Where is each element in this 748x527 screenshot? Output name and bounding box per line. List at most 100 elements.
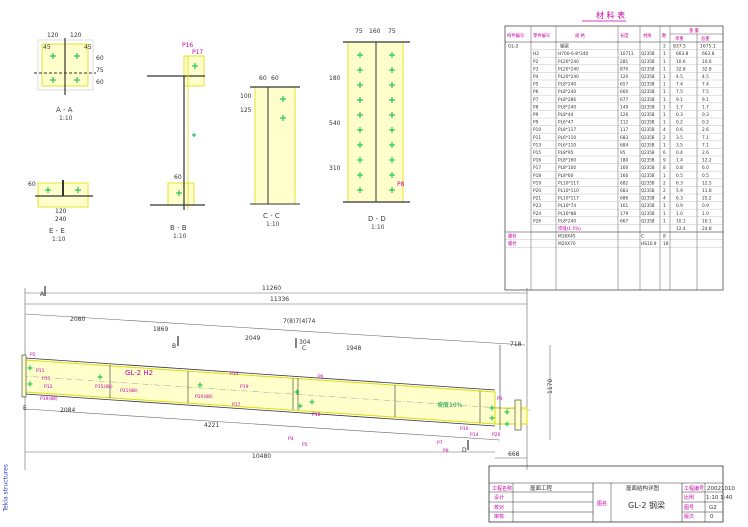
bom-row-part: P18 — [533, 173, 541, 179]
bom-row-unit: 0.5 — [676, 173, 683, 179]
bom-row-qty: 1 — [663, 218, 666, 224]
bom-row-len: 149 — [620, 104, 628, 110]
bom-row-mat: Q235B — [641, 188, 655, 193]
bom-row-spec: PL8*240 — [558, 104, 576, 110]
view-scale-dd: 1:10 — [371, 224, 385, 231]
tb-no-label: 工程编号 — [684, 485, 704, 492]
bom-row-spec: PL10*117 — [558, 196, 579, 202]
bom-row-unit: 663.8 — [676, 51, 689, 57]
bom-row-total: 32.8 — [702, 66, 712, 72]
bom-row-unit: 3.5 — [676, 142, 683, 148]
bom-row-spec: PL10*117 — [558, 180, 579, 186]
bom-bolt-grade: HS10.9 — [641, 241, 657, 247]
dim-aa-3: 45 — [84, 44, 92, 51]
bom-bolt-spec: M16X45 — [558, 234, 576, 240]
bom-row-spec: PL6*110 — [558, 135, 576, 141]
bom-row-total: 2.6 — [702, 150, 709, 156]
bom-row-qty: 4 — [663, 196, 666, 202]
dim-aa-6: 60 — [96, 79, 104, 86]
bom-header-5: 数 — [662, 32, 667, 39]
tb-row-2: 审核 — [494, 513, 504, 520]
dim-top-2: 2049 — [245, 335, 260, 342]
bom-row-mat: Q235B — [641, 89, 655, 94]
bom-row-qty: 1 — [663, 211, 666, 217]
bom-row-len: 161 — [620, 203, 628, 209]
bom-row-unit: 32.8 — [676, 66, 686, 72]
bom-row-total: 0.9 — [702, 203, 709, 209]
beam-elevation: 11260 11336 7(8)7(4)74 2080 1869 2049 30… — [21, 285, 554, 470]
dim-aa-4: 60 — [96, 55, 104, 62]
bom-row-part: P13 — [533, 142, 541, 148]
bom-row-total: 10.6 — [702, 59, 712, 65]
bom-assembly-qty: 2 — [663, 44, 666, 50]
view-scale-ee: 1:10 — [52, 236, 66, 243]
section-marker: C — [302, 345, 306, 352]
bom-row-len: 112 — [620, 120, 628, 126]
bom-row-len: 657 — [620, 82, 628, 88]
bom-row-qty: 1 — [663, 120, 666, 126]
section-marker: B — [172, 343, 176, 350]
bom-row-unit: 10.6 — [676, 59, 686, 65]
bom-row-part: P9 — [533, 112, 539, 118]
bom-row-total: 10.1 — [702, 218, 712, 224]
bom-row-total: 7.1 — [702, 142, 709, 148]
bom-row-part: P7 — [533, 97, 539, 103]
dim-dd-3: 180 — [329, 75, 341, 82]
bom-row-qty: 9 — [663, 158, 666, 164]
bom-row-len: 667 — [620, 218, 628, 224]
bom-row-len: 179 — [620, 211, 628, 217]
bom-row-total: 6.0 — [702, 165, 709, 171]
dim-cc-1: 60 — [271, 75, 279, 82]
bom-row-mat: Q235B — [641, 135, 655, 140]
bom-row-unit: 4.5 — [676, 74, 683, 80]
dim-top-4: 1948 — [346, 345, 361, 352]
tb-drawing-type: 屋面结构详图 — [626, 484, 660, 492]
beam-label: GL-2 H2 — [125, 369, 153, 377]
bom-row-len: 686 — [620, 196, 628, 202]
bom-row-spec: PL10*88 — [558, 211, 576, 217]
bom-row-part: P9 — [533, 120, 539, 126]
elevation-tag: P17 — [232, 402, 241, 408]
view-scale-bb: 1:10 — [173, 233, 187, 240]
dim-top-5: 718 — [510, 341, 522, 348]
bom-row-len: 660 — [620, 89, 628, 95]
bom-row-len: 95 — [620, 150, 626, 156]
bom-row-mat: Q235B — [641, 120, 655, 125]
slope-label: 坡度10% — [437, 401, 463, 409]
bom-row-mat: Q235B — [641, 97, 655, 102]
bom-row-spec: PL8*117 — [558, 127, 576, 133]
bom-header-1: 零件编号 — [533, 32, 550, 39]
elevation-tag: P8 — [443, 448, 449, 454]
dim-ee-0: 120 — [55, 208, 67, 215]
bom-row-len: 682 — [620, 180, 628, 186]
tb-drawing-label: 图名 — [597, 500, 607, 507]
tb-row-0: 设计 — [494, 494, 504, 501]
elevation-tag: P10 — [460, 426, 469, 432]
bom-row-part: P23 — [533, 203, 541, 209]
bom-row-len: 683 — [620, 188, 628, 194]
bom-row-len: 180 — [620, 158, 628, 164]
bom-row-spec: 焊缝(1.5%) — [558, 225, 581, 232]
bom-assembly-name: 钢梁 — [560, 43, 569, 50]
bom-row-mat: Q235B — [641, 158, 655, 163]
dim-cc-3: 125 — [240, 107, 252, 114]
elevation-tag: P11 — [36, 368, 45, 374]
bom-header-6: 单重 — [675, 35, 684, 42]
tb-no: 20021010 — [707, 486, 735, 492]
section-marker: D — [462, 447, 467, 454]
bom-row-part: P17 — [533, 165, 541, 171]
dim-dd-0: 75 — [355, 28, 363, 35]
bom-row-unit: 1.4 — [676, 158, 683, 164]
dim-bb-0: 60 — [174, 174, 182, 181]
bom-row-spec: PL8*60 — [558, 173, 574, 179]
tb-scale: 1:10 1:40 — [706, 495, 733, 501]
bom-row-mat: Q235B — [641, 66, 655, 71]
elevation-tag: P4 — [288, 436, 294, 442]
bom-row-total: 12.2 — [702, 158, 712, 164]
bom-row-spec: PL8*100 — [558, 165, 576, 171]
bom-row-part: P8 — [533, 104, 539, 110]
bom-row-part: P5 — [533, 82, 539, 88]
dim-ee-1: 240 — [55, 216, 67, 223]
view-title-cc: C - C — [263, 212, 280, 220]
